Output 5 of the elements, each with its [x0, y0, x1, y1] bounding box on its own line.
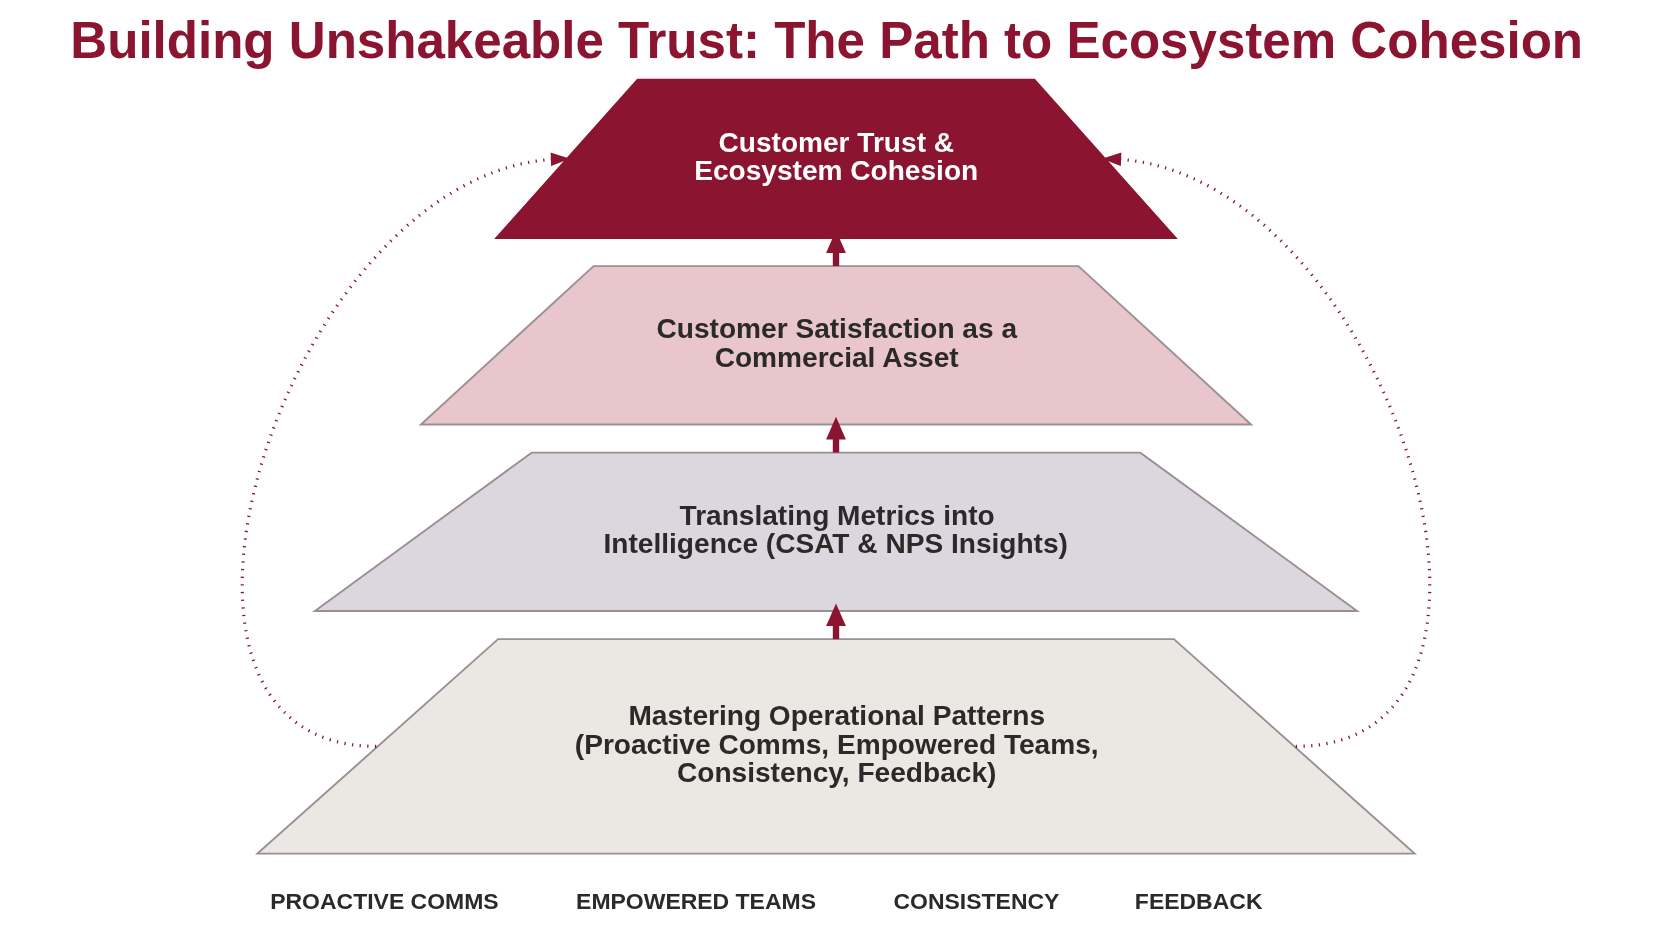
- diagram-title: Building Unshakeable Trust: The Path to Ecosystem Cohesion: [70, 11, 1584, 69]
- label: PROACTIVE COMMS: [270, 888, 499, 915]
- label: FEEDBACK: [1134, 888, 1263, 915]
- label: EMPOWERED TEAMS: [576, 888, 816, 915]
- label: CONSISTENCY: [893, 888, 1060, 915]
